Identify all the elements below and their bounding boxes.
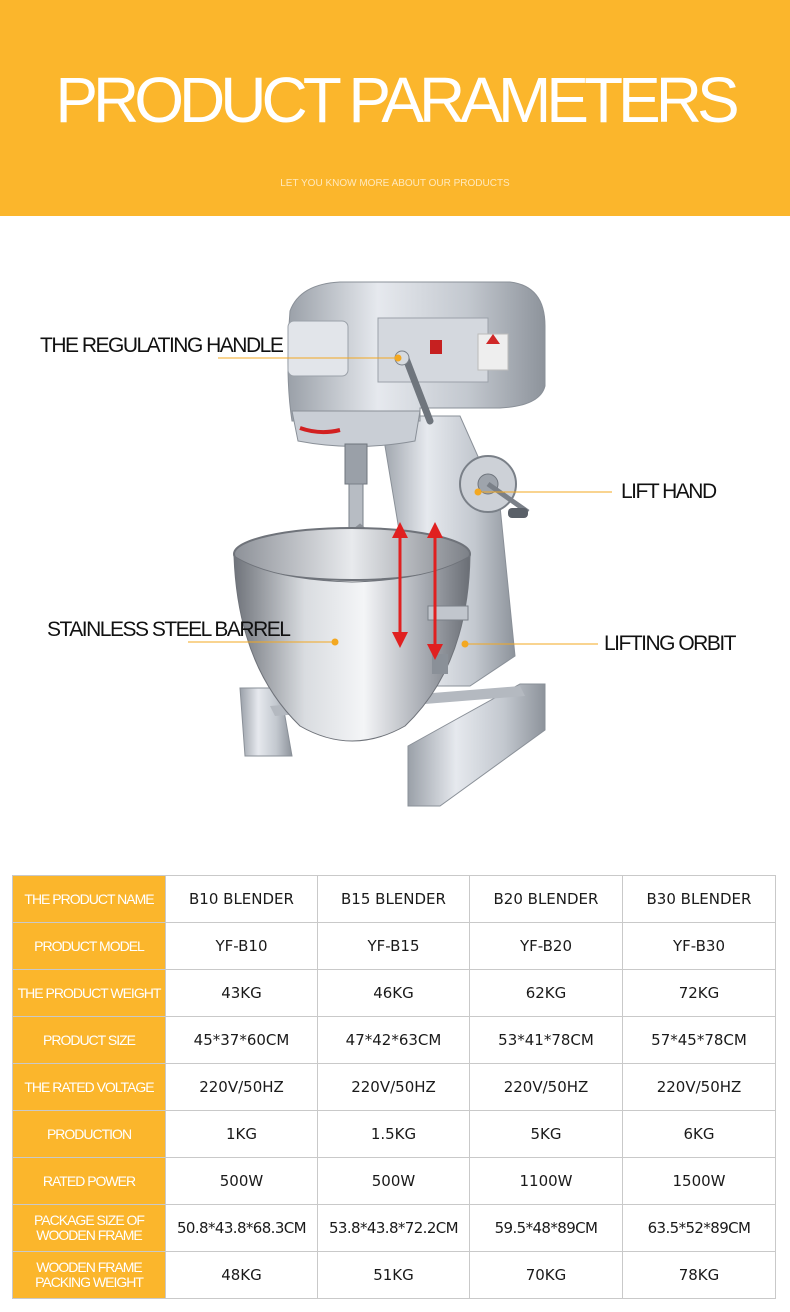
table-cell: YF-B15	[317, 922, 470, 970]
table-cell: 500W	[165, 1157, 318, 1205]
table-cell: 1KG	[165, 1110, 318, 1158]
callout-lifting-orbit: LIFTING ORBIT	[604, 632, 737, 655]
table-cell: YF-B10	[165, 922, 318, 970]
page-title: PRODUCT PARAMETERS	[55, 64, 739, 136]
table-cell: 220V/50HZ	[165, 1063, 318, 1111]
table-cell: 6KG	[622, 1110, 776, 1158]
table-cell: 1100W	[469, 1157, 623, 1205]
table-cell: 45*37*60CM	[165, 1016, 318, 1064]
table-cell: 72KG	[622, 969, 776, 1017]
mixer-image	[188, 281, 612, 807]
table-cell: 1500W	[622, 1157, 776, 1205]
side-cover	[287, 320, 349, 377]
header-banner: PRODUCT PARAMETERS LET YOU KNOW MORE ABO…	[0, 0, 790, 216]
table-cell: 63.5*52*89CM	[622, 1204, 776, 1252]
callout-regulating-handle: THE REGULATING HANDLE	[40, 334, 284, 357]
power-switch	[430, 340, 442, 354]
right-leg	[407, 683, 546, 807]
table-cell: 48KG	[165, 1251, 318, 1299]
callout-barrel: STAINLESS STEEL BARREL	[47, 618, 291, 641]
row-label: PRODUCT MODEL	[12, 922, 166, 970]
table-cell: 62KG	[469, 969, 623, 1017]
table-cell: 220V/50HZ	[317, 1063, 470, 1111]
table-cell: 43KG	[165, 969, 318, 1017]
row-label: PRODUCT SIZE	[12, 1016, 166, 1064]
up-down-arrows	[392, 522, 443, 660]
table-cell: 5KG	[469, 1110, 623, 1158]
table-cell: 53.8*43.8*72.2CM	[317, 1204, 470, 1252]
stainless-barrel	[233, 555, 471, 742]
table-cell: YF-B30	[622, 922, 776, 970]
table-cell: B10 BLENDER	[165, 875, 318, 923]
page-subtitle: LET YOU KNOW MORE ABOUT OUR PRODUCTS	[280, 178, 510, 189]
row-label: THE PRODUCT WEIGHT	[12, 969, 166, 1017]
table-cell: 47*42*63CM	[317, 1016, 470, 1064]
table-cell: 220V/50HZ	[622, 1063, 776, 1111]
table-cell: B15 BLENDER	[317, 875, 470, 923]
regulating-handle-lever	[401, 352, 434, 425]
row-label: PACKAGE SIZE OF WOODEN FRAME	[12, 1204, 166, 1252]
row-label: WOODEN FRAME PACKING WEIGHT	[12, 1251, 166, 1299]
table-cell: 220V/50HZ	[469, 1063, 623, 1111]
table-cell: 78KG	[622, 1251, 776, 1299]
left-leg	[239, 687, 293, 757]
table-cell: B20 BLENDER	[469, 875, 623, 923]
table-cell: 500W	[317, 1157, 470, 1205]
table-cell: 53*41*78CM	[469, 1016, 623, 1064]
callout-lift-hand: LIFT HAND	[621, 480, 717, 503]
table-cell: 59.5*48*89CM	[469, 1204, 623, 1252]
product-illustration: THE REGULATING HANDLE LIFT HAND STAINLES…	[0, 216, 790, 856]
table-cell: 57*45*78CM	[622, 1016, 776, 1064]
table-cell: 70KG	[469, 1251, 623, 1299]
table-cell: 1.5KG	[317, 1110, 470, 1158]
row-label: PRODUCTION	[12, 1110, 166, 1158]
table-cell: 46KG	[317, 969, 470, 1017]
row-label: RATED POWER	[12, 1157, 166, 1205]
row-label: THE PRODUCT NAME	[12, 875, 166, 923]
row-label: THE RATED VOLTAGE	[12, 1063, 166, 1111]
table-cell: 51KG	[317, 1251, 470, 1299]
table-cell: 50.8*43.8*68.3CM	[165, 1204, 318, 1252]
table-cell: B30 BLENDER	[622, 875, 776, 923]
table-cell: YF-B20	[469, 922, 623, 970]
